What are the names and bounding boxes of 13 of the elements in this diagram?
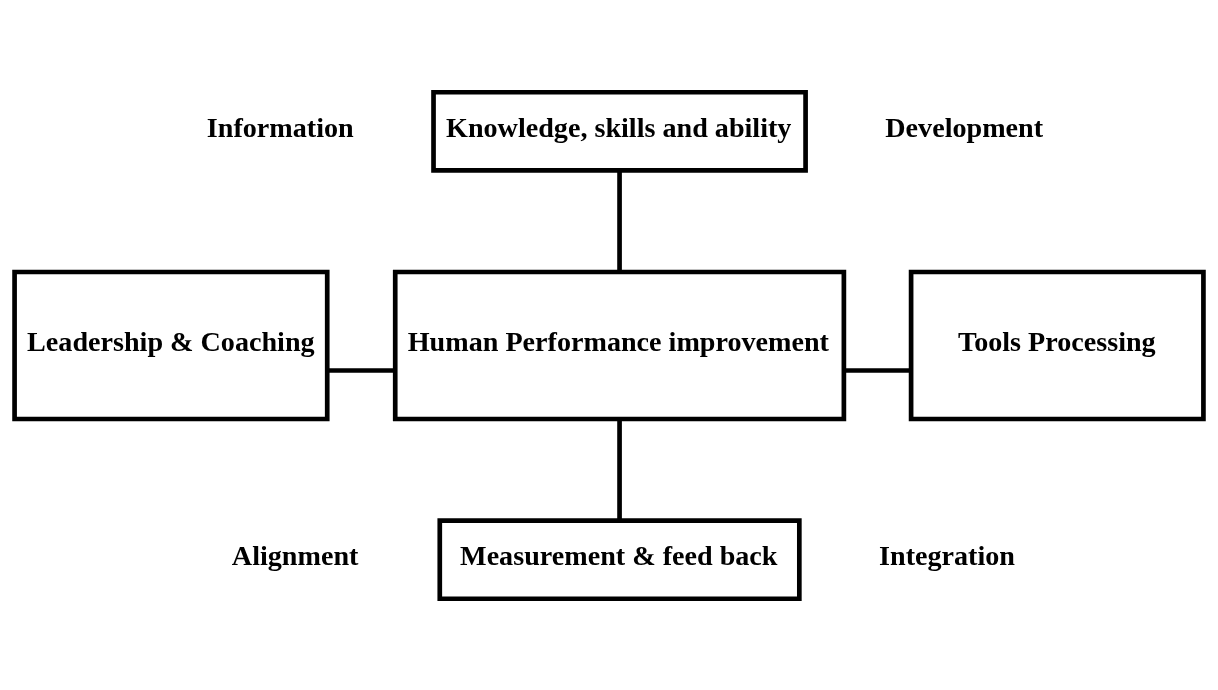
connector [617,170,622,272]
node-box: Tools Processing [908,269,1206,421]
node-box: Knowledge, skills and ability [431,89,808,173]
label: Alignment [231,539,359,571]
label: Information [206,111,354,143]
label: Development [885,111,1044,143]
connector [844,367,911,373]
connector [617,418,622,520]
node-box: Human Performance improvement [392,269,847,421]
node-box: Measurement & feed back [437,517,802,601]
label: Integration [879,539,1015,571]
node-box: Leadership & Coaching [12,269,330,421]
connector [327,367,395,373]
